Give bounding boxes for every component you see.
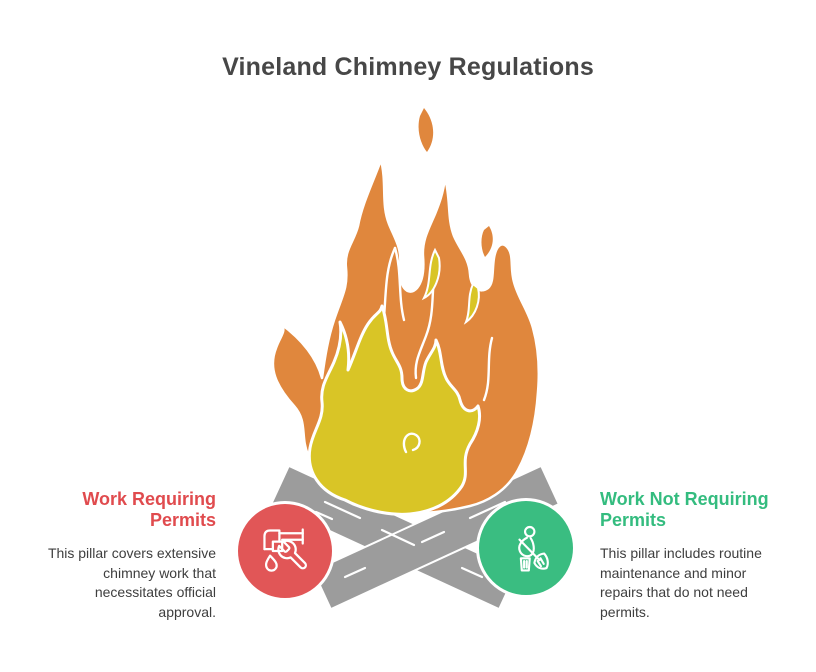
campfire-illustration [269, 108, 561, 611]
left-category-description: This pillar covers extensive chimney wor… [47, 545, 216, 620]
right-category-heading: Work Not Requiring Permits [600, 489, 769, 530]
left-category: Work Requiring Permits This pillar cover… [24, 489, 216, 622]
log-right [311, 464, 561, 611]
spark-right-icon [481, 226, 493, 257]
right-category-description: This pillar includes routine maintenance… [600, 545, 762, 620]
pipe-wrench-icon [263, 528, 307, 572]
sweeping-person-icon [518, 525, 549, 572]
flame-yellow-curl [402, 432, 421, 454]
red-circle-badge [235, 501, 335, 601]
left-category-heading: Work Requiring Permits [82, 489, 216, 530]
green-circle-badge [476, 498, 576, 598]
flame-inner-yellow [307, 304, 482, 516]
spark-top-icon [418, 108, 434, 152]
flame-sliver-1 [421, 247, 441, 301]
page-title: Vineland Chimney Regulations [222, 53, 594, 81]
right-category: Work Not Requiring Permits This pillar i… [600, 489, 792, 622]
flame-sliver-2 [463, 282, 480, 325]
